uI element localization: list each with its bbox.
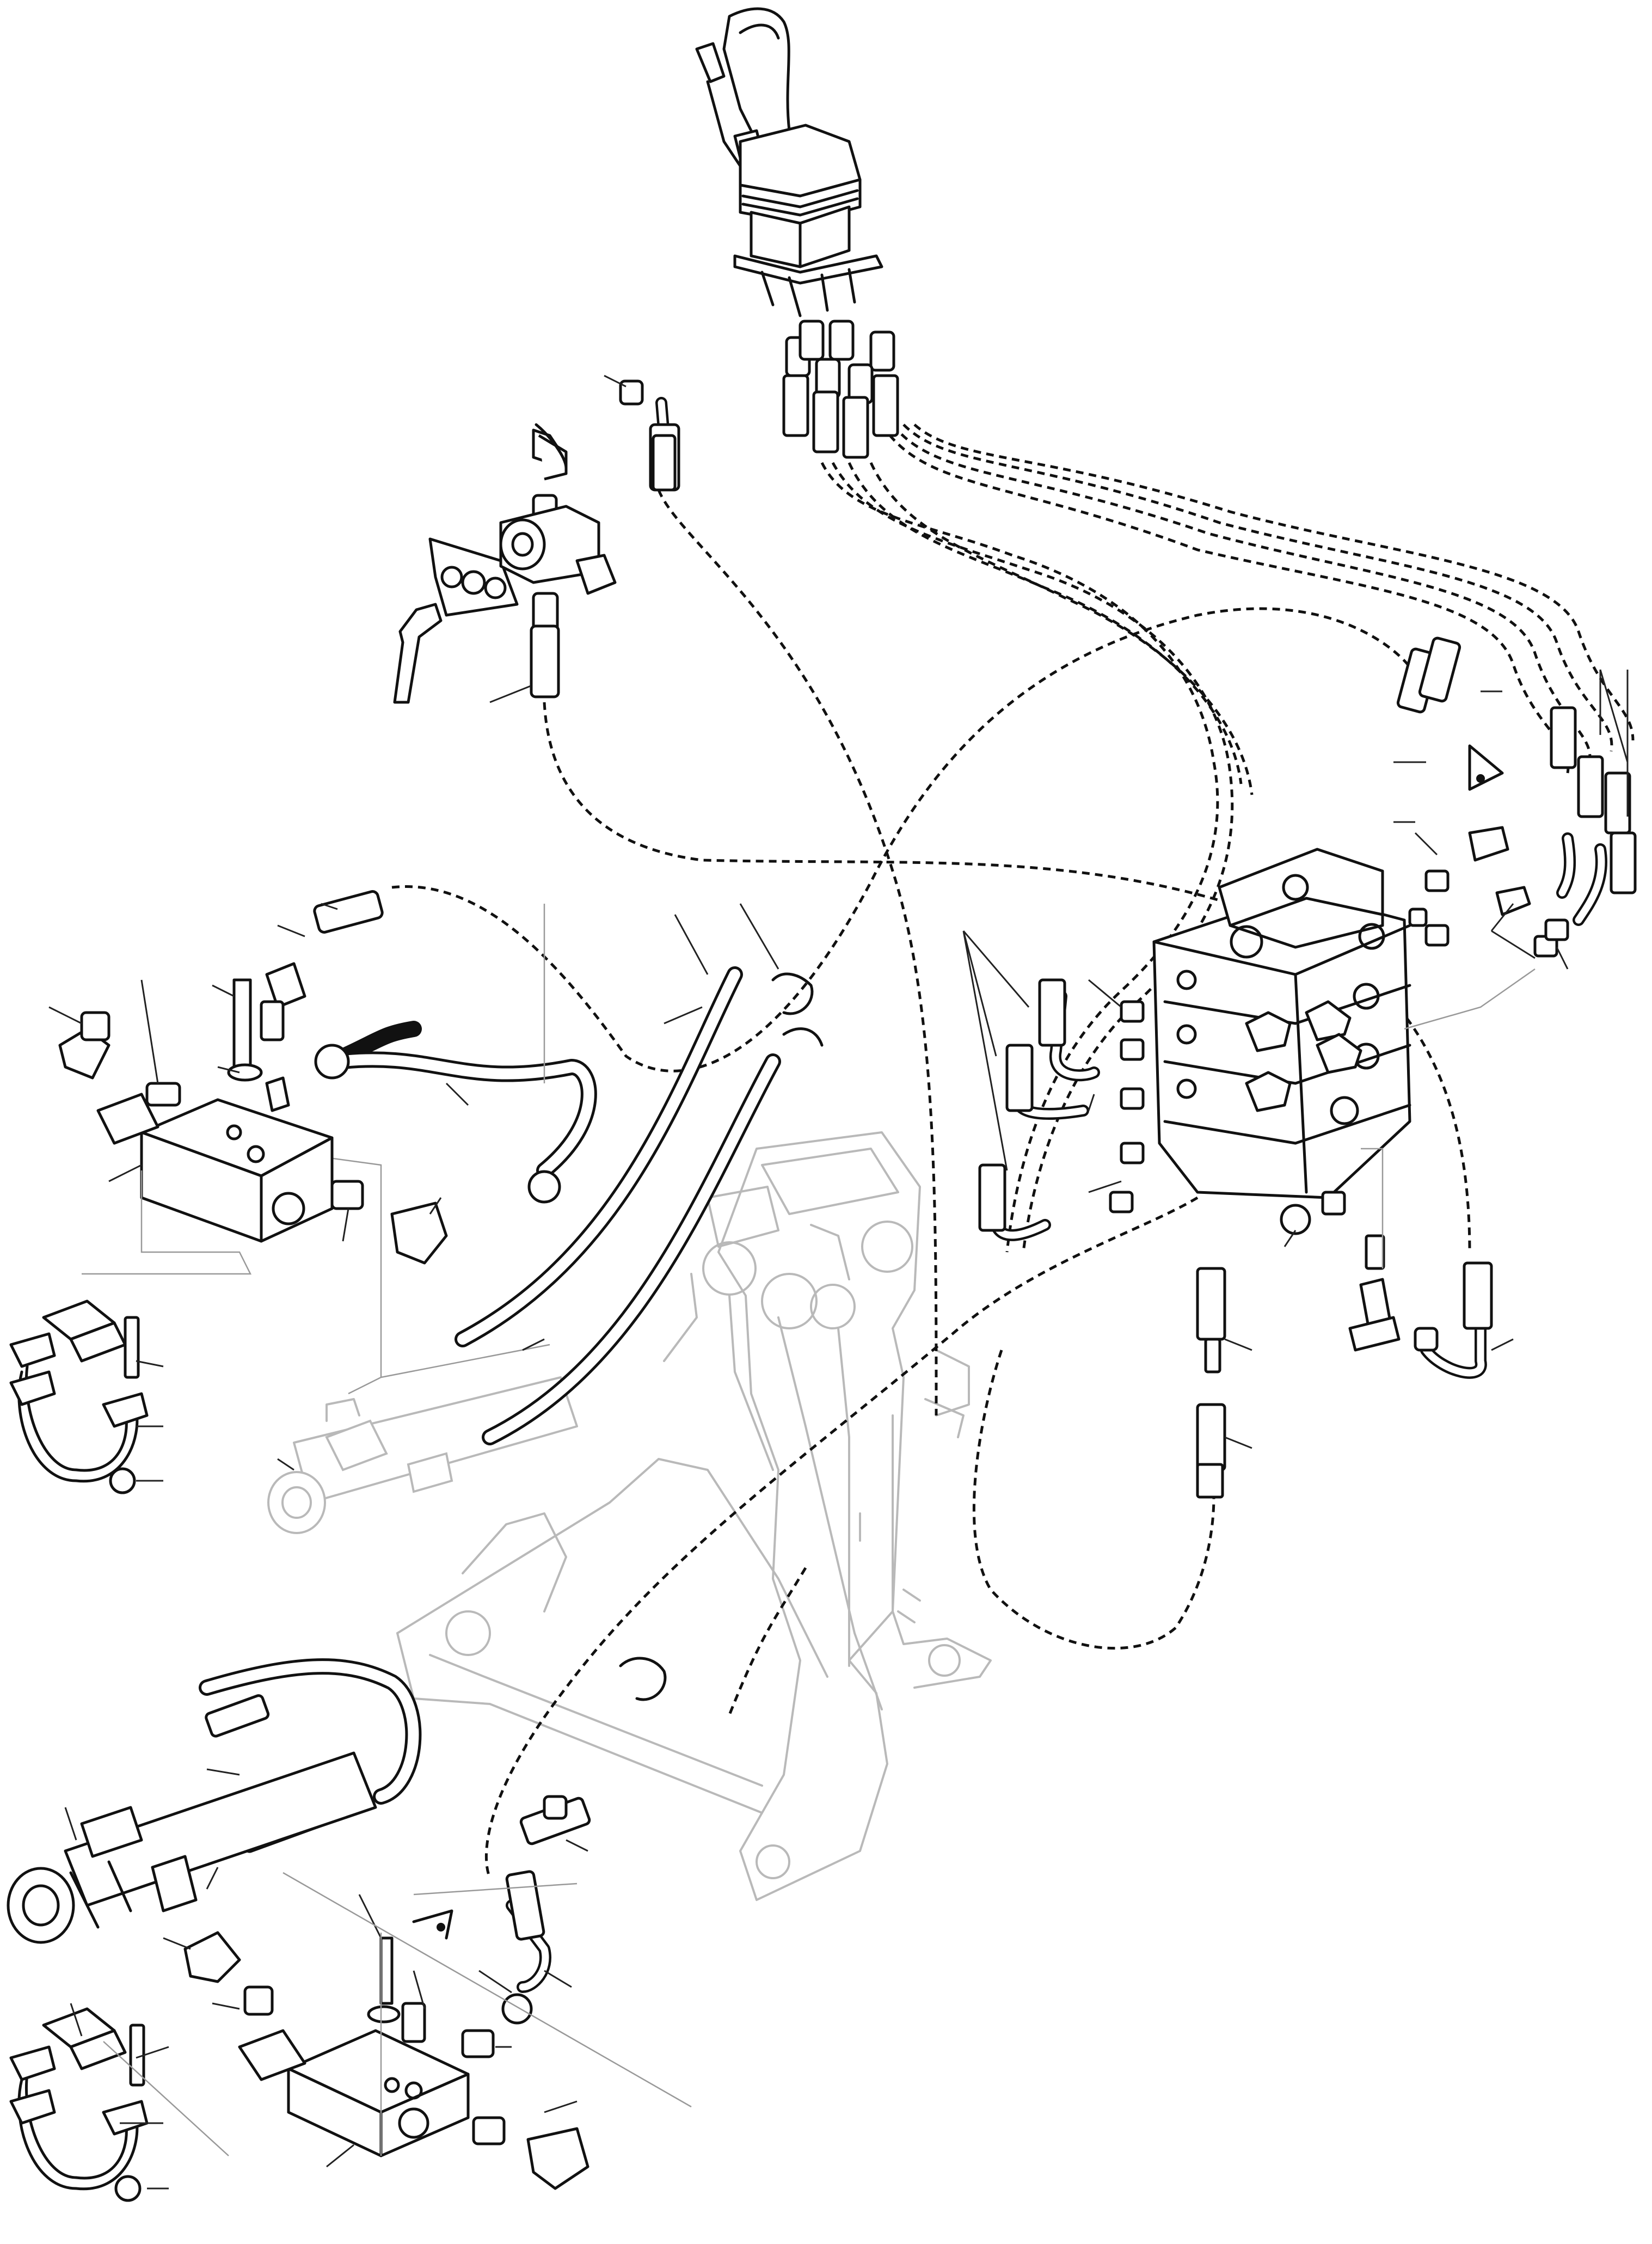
- section-markers: [412, 744, 1504, 1940]
- hose-clips: [619, 972, 824, 1701]
- lower-valve-block: [183, 1931, 589, 2190]
- joystick-hose-fittings: [782, 320, 899, 459]
- lower-pipe-clamp: [9, 2007, 149, 2202]
- leader-lines: [48, 375, 1629, 2190]
- lower-hydraulic-cylinder: [7, 1751, 377, 1944]
- adapter-fittings: [1109, 826, 1569, 1352]
- shut-off-valve-assembly: [393, 379, 680, 704]
- mounting-frame: [141, 1131, 992, 1901]
- assembly-guide-lines: [82, 904, 1536, 2156]
- joystick-control-valve: [695, 7, 883, 317]
- upper-valve-block: [58, 962, 561, 1265]
- control-valve-block: [1152, 848, 1428, 1199]
- upper-pipe-clamp: [9, 1299, 149, 1494]
- hoses: [199, 832, 1607, 1993]
